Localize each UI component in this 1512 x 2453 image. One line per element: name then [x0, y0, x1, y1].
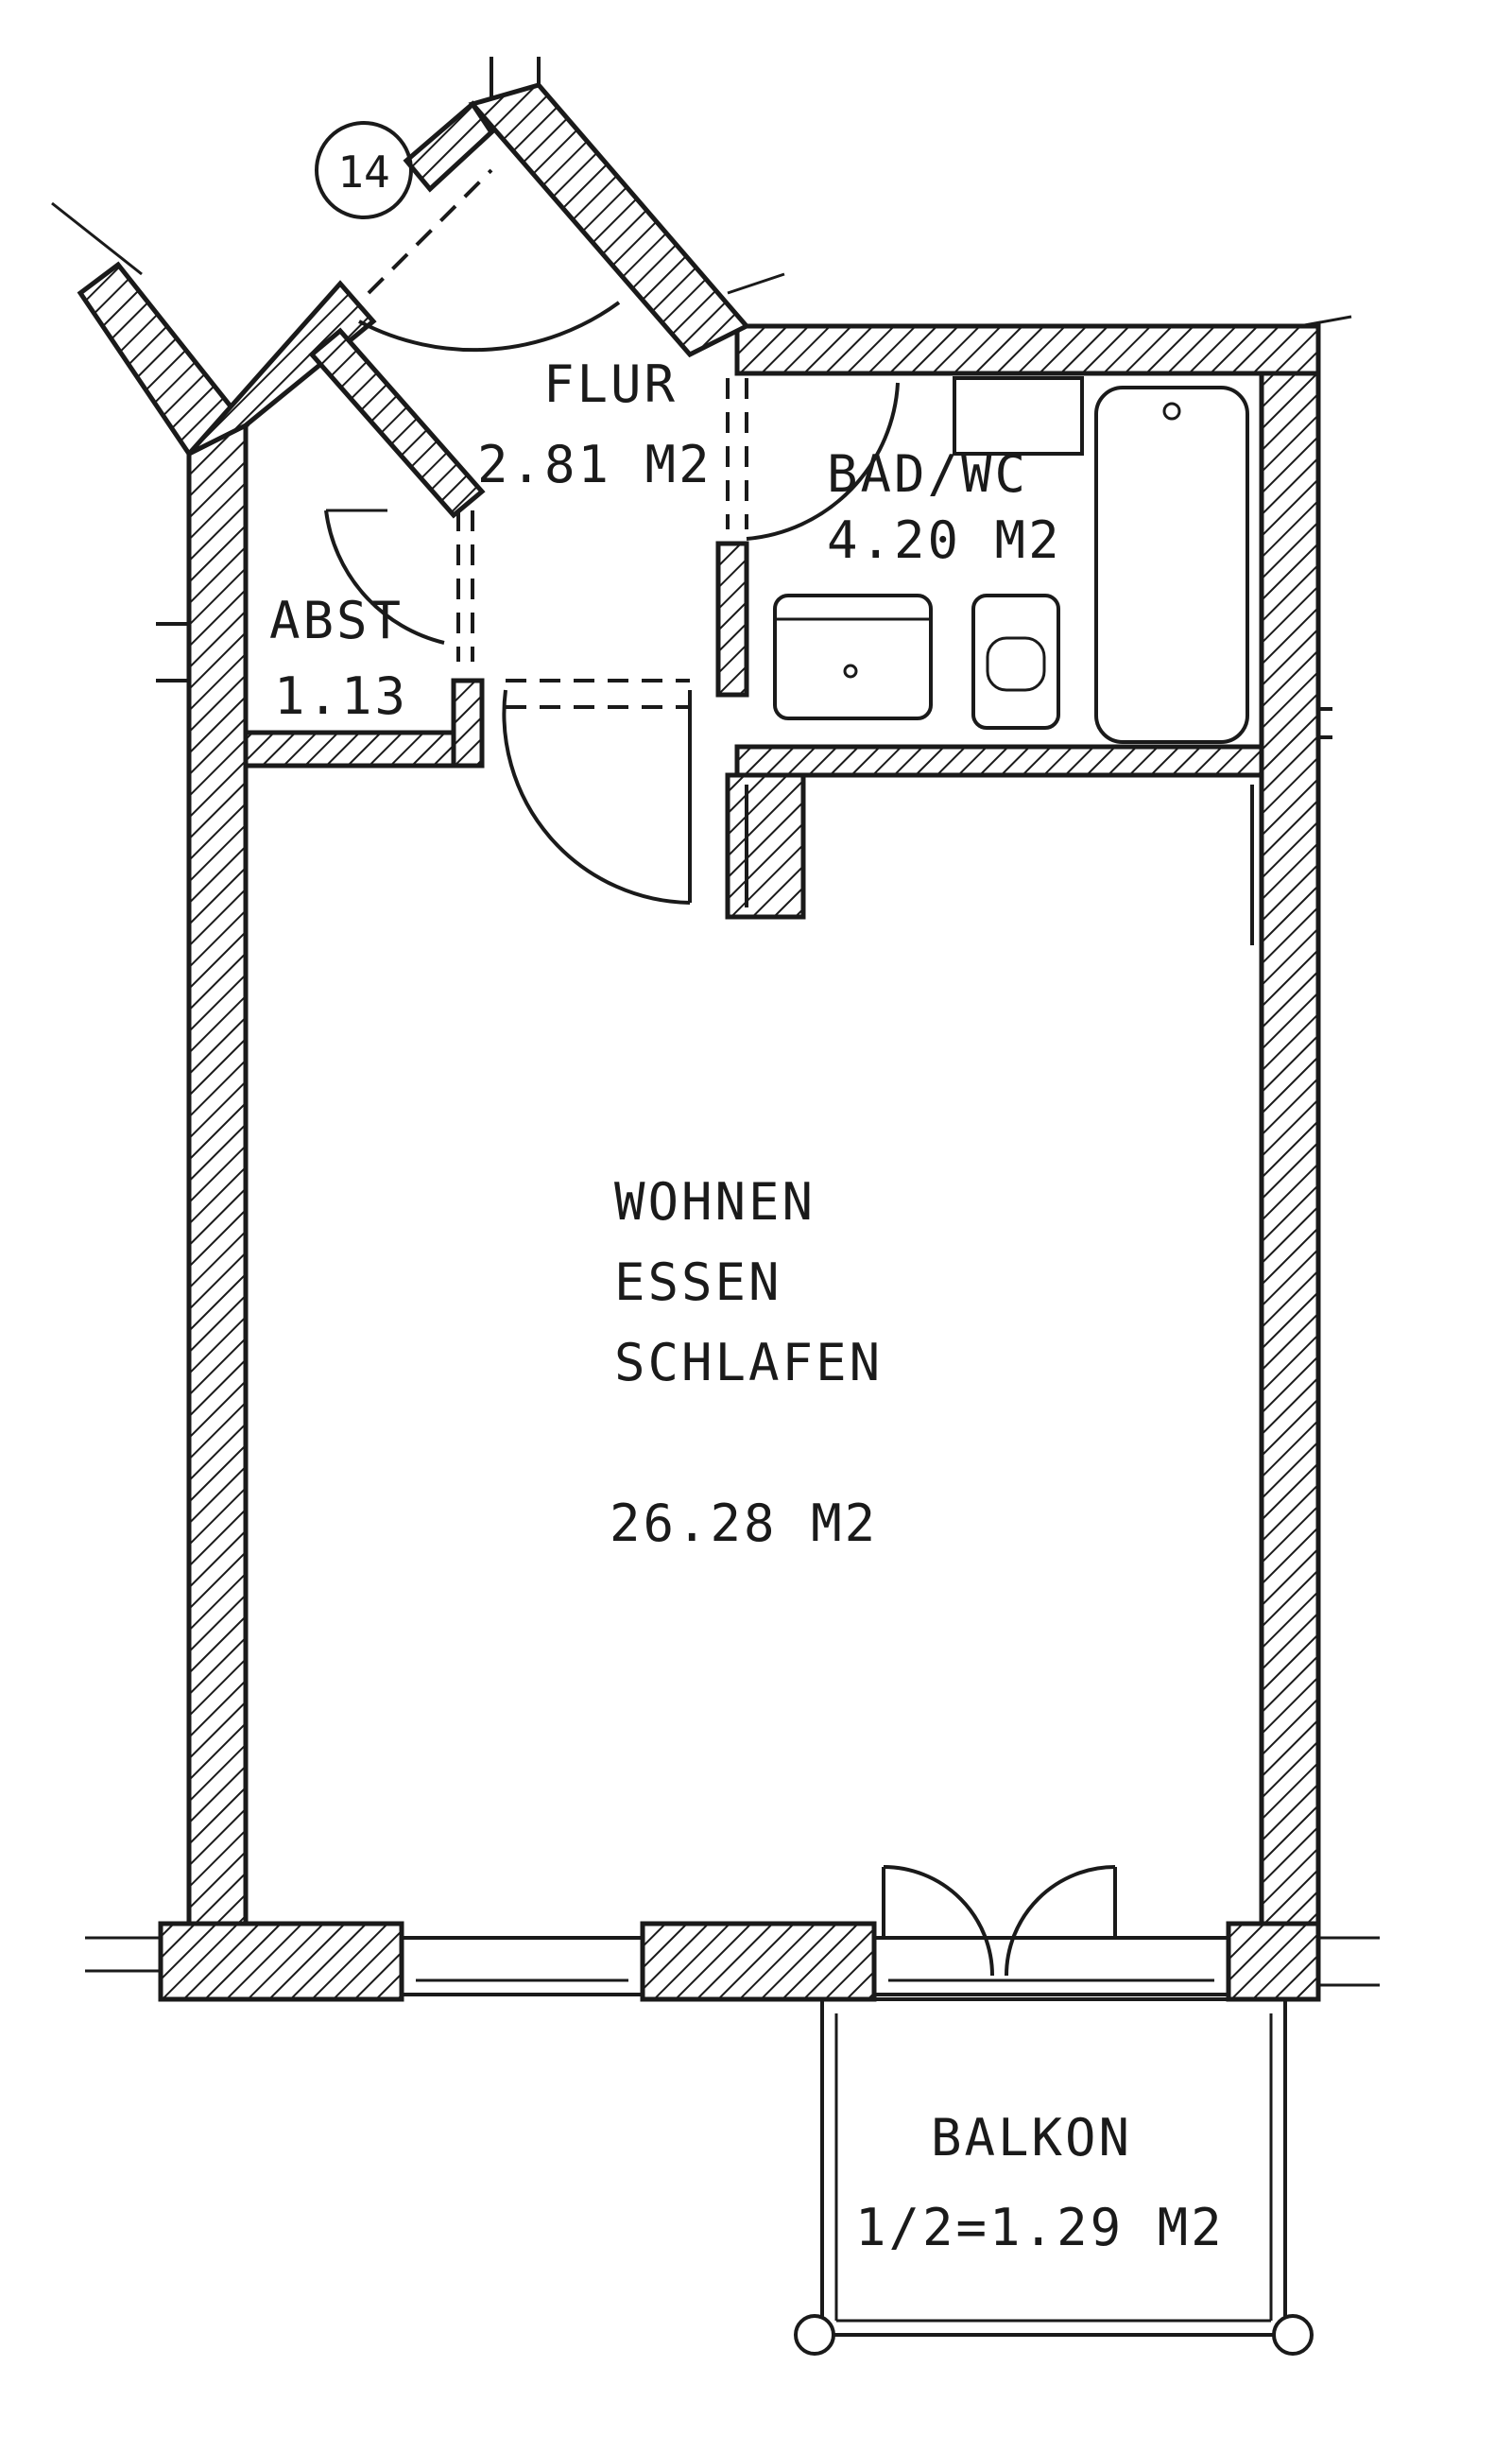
wall-abst-right — [451, 678, 485, 769]
room-bad-area: 4.20 M2 — [827, 510, 1062, 570]
room-wohnen-line3: SCHLAFEN — [614, 1333, 883, 1392]
wall-left — [186, 423, 249, 1941]
balcony-railing — [820, 1997, 1287, 2337]
room-bad-name: BAD/WC — [827, 444, 1028, 504]
room-abst-area: 1.13 — [274, 666, 408, 726]
wall-abst-bottom — [243, 730, 475, 769]
outer-diag-line-2 — [727, 272, 785, 295]
room-abst-name: ABST — [269, 591, 404, 650]
room-flur-area: 2.81 M2 — [477, 435, 713, 494]
unit-number: 14 — [337, 147, 389, 198]
entry-threshold — [367, 168, 493, 295]
room-wohnen-area: 26.28 M2 — [610, 1494, 878, 1553]
outer-diag-line — [51, 201, 143, 276]
balcony-post-right — [1272, 2314, 1314, 2356]
wall-top-bath — [734, 323, 1321, 376]
bathroom-fixtures — [773, 376, 1249, 744]
room-labels: FLUR 2.81 M2 BAD/WC 4.20 M2 ABST 1.13 WO… — [269, 354, 1225, 2257]
bathtub — [1094, 386, 1249, 744]
wall-diag-inner — [187, 280, 377, 457]
wall-bottom-2 — [640, 1921, 877, 2002]
bathtub-drain — [1162, 402, 1181, 421]
cabinet — [953, 376, 1084, 456]
door-bad-swing — [746, 382, 900, 541]
unit-number-badge: 14 — [315, 121, 413, 219]
door-entry-swing — [358, 301, 621, 353]
wall-hall-right — [715, 541, 749, 698]
room-wohnen-line2: ESSEN — [614, 1252, 782, 1312]
doors — [324, 168, 1117, 1977]
window-bottom-balcony — [872, 1936, 1230, 1996]
outer-right-line — [1298, 315, 1352, 328]
room-wohnen-line1: WOHNEN — [614, 1172, 816, 1232]
wall-bottom-1 — [158, 1921, 404, 2002]
room-flur-name: FLUR — [543, 354, 678, 414]
wall-bath-bottom — [734, 744, 1264, 778]
wall-diag-upper-right — [468, 82, 750, 358]
door-wohnen-swing — [502, 689, 691, 905]
wall-bottom-3 — [1226, 1921, 1321, 2002]
window-bottom-1 — [400, 1936, 644, 1996]
balcony — [794, 1997, 1314, 2356]
room-balkon-area: 1/2=1.29 M2 — [855, 2198, 1225, 2257]
washbasin — [773, 594, 933, 720]
balcony-post-left — [794, 2314, 835, 2356]
walls — [51, 57, 1380, 2002]
toilet-seat — [986, 636, 1046, 692]
washbasin-drain — [843, 664, 858, 679]
wall-diag-abst — [308, 327, 486, 519]
door-abst-swing — [324, 510, 445, 645]
wall-right — [1259, 323, 1321, 1941]
toilet — [971, 594, 1060, 730]
balcony-door-left-swing — [883, 1865, 994, 1977]
wall-diag-upper-left — [403, 100, 495, 193]
balcony-door-right-swing — [1005, 1865, 1116, 1977]
unit-number-circle — [315, 121, 413, 219]
wall-stub — [725, 772, 806, 920]
room-balkon-name: BALKON — [931, 2108, 1132, 2168]
